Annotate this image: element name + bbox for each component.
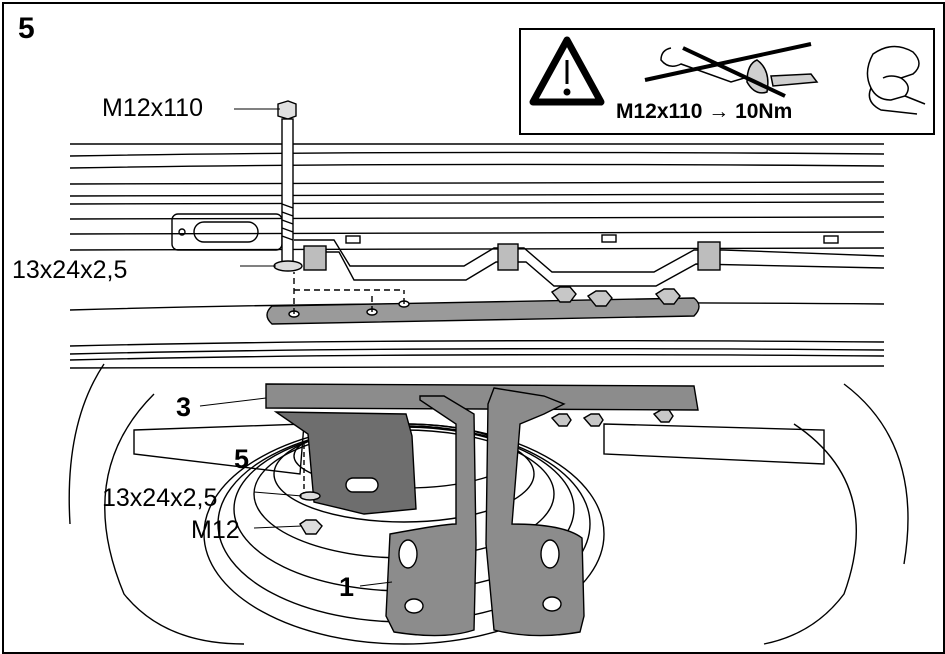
leader-lines <box>199 108 393 587</box>
washer <box>299 491 321 501</box>
impact-wrench-crossed-icon <box>644 42 819 98</box>
step-number: 5 <box>18 12 35 45</box>
hex-nut <box>550 286 681 307</box>
warning-triangle-icon <box>529 36 605 106</box>
bolt <box>277 100 297 270</box>
clip <box>497 243 519 271</box>
bracket-right <box>485 387 585 637</box>
bumper-lines <box>69 143 885 369</box>
hand-tighten-icon <box>866 45 926 115</box>
part-5-callout: 5 <box>234 444 250 474</box>
washer-bottom-callout: 13x24x2,5 <box>102 484 218 512</box>
mounting-plate <box>266 297 700 325</box>
bolt-callout: M12x110 <box>102 94 203 122</box>
nut <box>299 519 323 535</box>
hex-nut <box>550 409 674 427</box>
part-1-callout: 1 <box>339 572 355 602</box>
crossmember <box>294 239 885 273</box>
bracket-left <box>385 395 477 637</box>
adapter-plate <box>273 411 417 515</box>
washer <box>273 260 303 272</box>
right-wheel <box>763 423 857 645</box>
slot-hole <box>193 221 259 243</box>
torque-specification: M12x110 → 10Nm <box>616 100 793 123</box>
washer-top-callout: 13x24x2,5 <box>12 256 128 284</box>
clip <box>303 245 327 271</box>
part-3-callout: 3 <box>176 392 192 422</box>
bracket-top-plate <box>265 383 699 411</box>
left-wheel <box>104 393 245 645</box>
clip <box>697 241 721 271</box>
nut-callout: M12 <box>191 516 240 544</box>
crossmember-lower <box>304 251 885 287</box>
warning-box <box>519 28 935 135</box>
assembly-illustration <box>68 100 909 645</box>
